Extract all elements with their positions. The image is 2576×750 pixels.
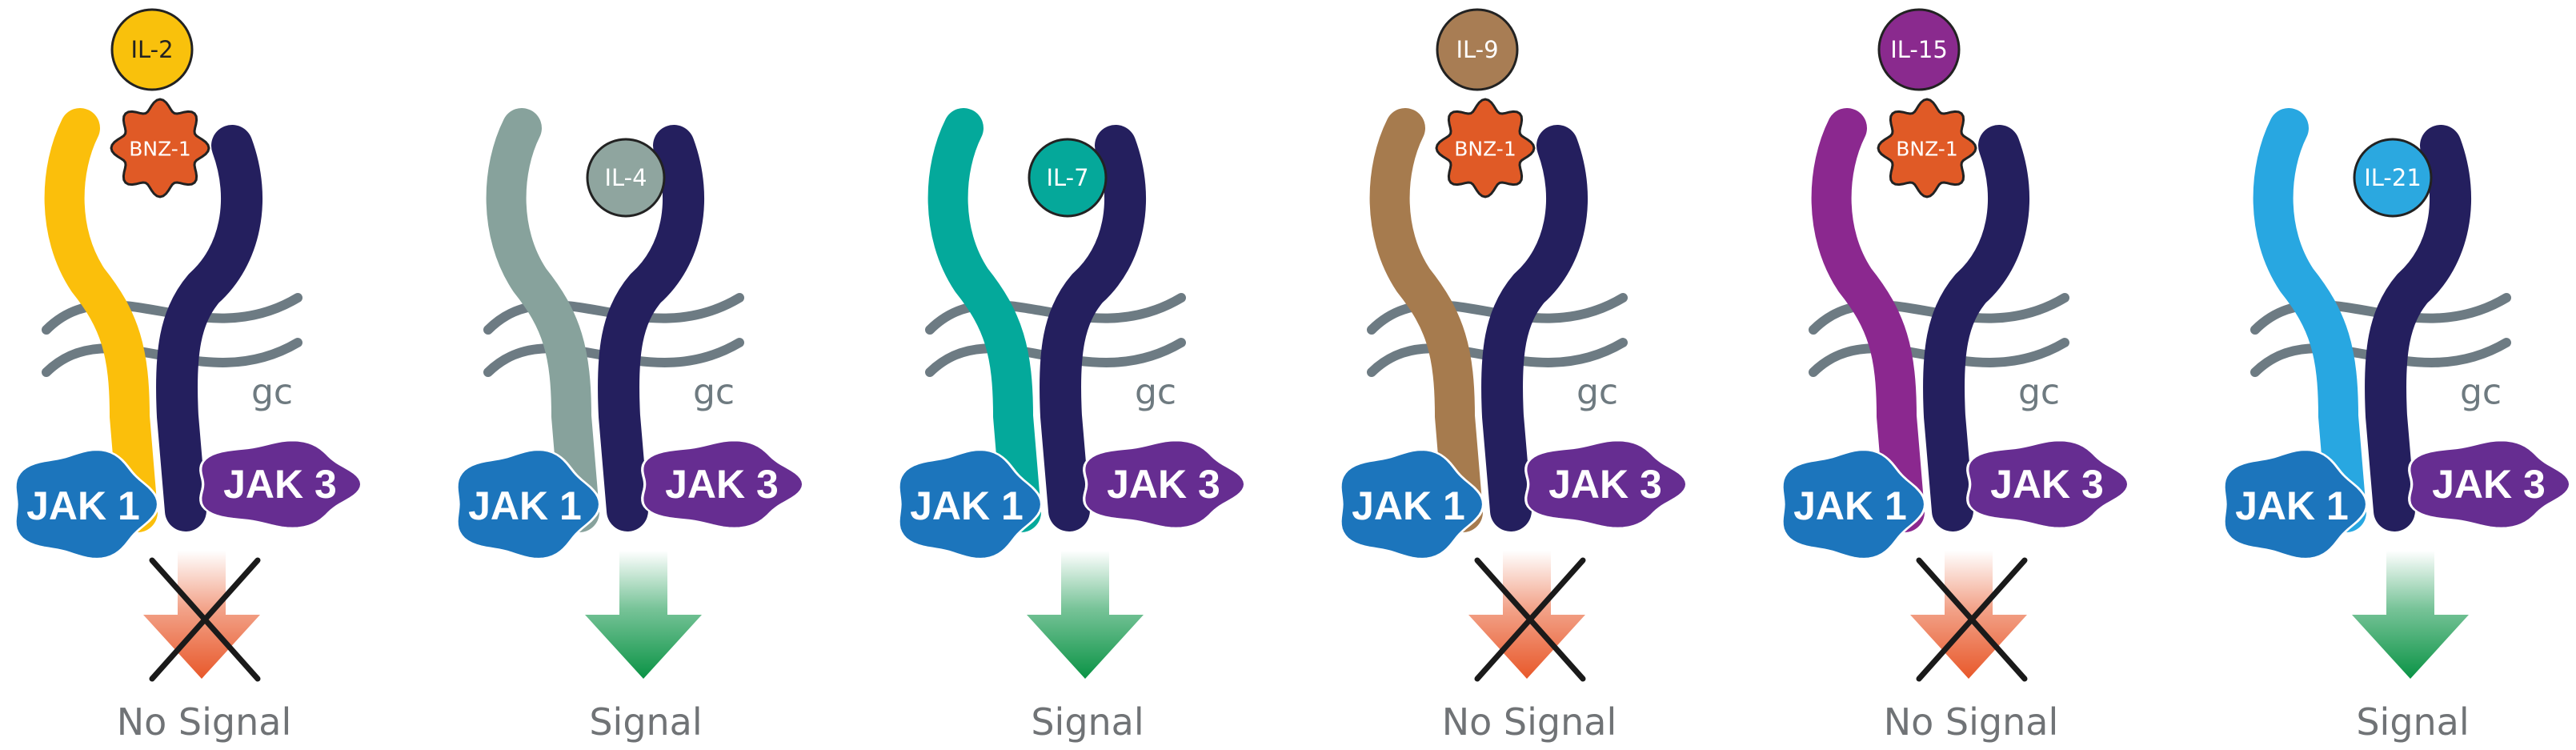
cytokine-label: IL-4	[604, 164, 647, 191]
cytokine-label: IL-7	[1046, 164, 1088, 191]
jak3-blob	[641, 439, 805, 529]
jak1-blob	[897, 448, 1044, 560]
outcome-label: No Signal	[1442, 700, 1617, 744]
cytokine-label: IL-15	[1890, 36, 1948, 63]
cross-line-b	[1474, 557, 1586, 682]
common-gamma-chain	[2364, 125, 2472, 531]
common-gamma-chain	[155, 125, 263, 531]
membrane-line-upper	[42, 293, 302, 335]
gc-label: gc	[1135, 372, 1176, 413]
jak3-label: JAK 3	[1990, 462, 2104, 507]
receptor-chain	[44, 108, 158, 532]
jak3-blob	[2408, 439, 2572, 529]
bnz1-label: BNZ-1	[1454, 138, 1516, 161]
jak1-label: JAK 1	[468, 483, 582, 528]
jak3-label: JAK 3	[223, 462, 337, 507]
jak3-blob	[1524, 439, 1689, 529]
receptor-chain	[486, 108, 599, 532]
cross-line-b	[1916, 557, 2028, 682]
outcome-label: Signal	[1031, 700, 1144, 744]
jak1-label: JAK 1	[1352, 483, 1465, 528]
gc-label: gc	[1576, 372, 1618, 413]
jak3-blob	[1966, 439, 2130, 529]
jak1-label: JAK 1	[2235, 483, 2349, 528]
membrane-line-upper	[483, 293, 744, 335]
common-gamma-chain	[1922, 125, 2030, 531]
jak3-blob	[1083, 439, 1247, 529]
cross-line-b	[149, 557, 261, 682]
cytokine-circle	[110, 8, 194, 91]
jak3-blob	[199, 439, 363, 529]
gc-label: gc	[2018, 372, 2060, 413]
membrane-line-upper	[2250, 293, 2511, 335]
common-gamma-chain	[597, 125, 705, 531]
cytokine-circle	[2353, 138, 2433, 218]
receptor-chain	[1369, 108, 1483, 532]
bnz1-label: BNZ-1	[129, 138, 190, 161]
signal-arrow	[1027, 551, 1144, 679]
common-gamma-chain	[1039, 125, 1147, 531]
bnz1-label: BNZ-1	[1896, 138, 1957, 161]
receptor-chain	[2253, 108, 2366, 532]
cytokine-label: IL-9	[1456, 36, 1498, 63]
gc-label: gc	[693, 372, 735, 413]
jak3-label: JAK 3	[665, 462, 779, 507]
bnz1-blob	[1435, 98, 1536, 199]
membrane-line-upper	[1809, 293, 2069, 335]
signal-arrow	[585, 551, 702, 679]
jak3-label: JAK 3	[1548, 462, 1662, 507]
outcome-label: No Signal	[1884, 700, 2058, 744]
outcome-label: Signal	[2356, 700, 2469, 744]
signal-arrow	[2352, 551, 2469, 679]
jak3-label: JAK 3	[2432, 462, 2546, 507]
outcome-label: Signal	[589, 700, 702, 744]
cytokine-label: IL-21	[2364, 164, 2422, 191]
jak1-blob	[2222, 448, 2369, 560]
jak1-label: JAK 1	[910, 483, 1024, 528]
jak1-blob	[14, 448, 160, 560]
gc-label: gc	[2460, 372, 2502, 413]
bnz1-blob	[110, 98, 210, 199]
cytokine-circle	[1436, 8, 1519, 91]
cytokine-circle	[586, 138, 666, 218]
bnz1-blob	[1877, 98, 1977, 199]
jak3-label: JAK 3	[1107, 462, 1220, 507]
outcome-label: No Signal	[117, 700, 291, 744]
receptor-chain	[1811, 108, 1925, 532]
jak1-label: JAK 1	[1793, 483, 1907, 528]
cytokine-circle	[1877, 8, 1961, 91]
receptor-chain	[927, 108, 1041, 532]
cytokine-circle	[1028, 138, 1108, 218]
gc-label: gc	[251, 372, 293, 413]
jak1-blob	[1339, 448, 1485, 560]
cytokine-label: IL-2	[130, 36, 173, 63]
membrane-line-upper	[925, 293, 1186, 335]
common-gamma-chain	[1480, 125, 1588, 531]
jak1-blob	[455, 448, 602, 560]
jak1-label: JAK 1	[26, 483, 140, 528]
membrane-line-upper	[1367, 293, 1628, 335]
jak1-blob	[1781, 448, 1927, 560]
